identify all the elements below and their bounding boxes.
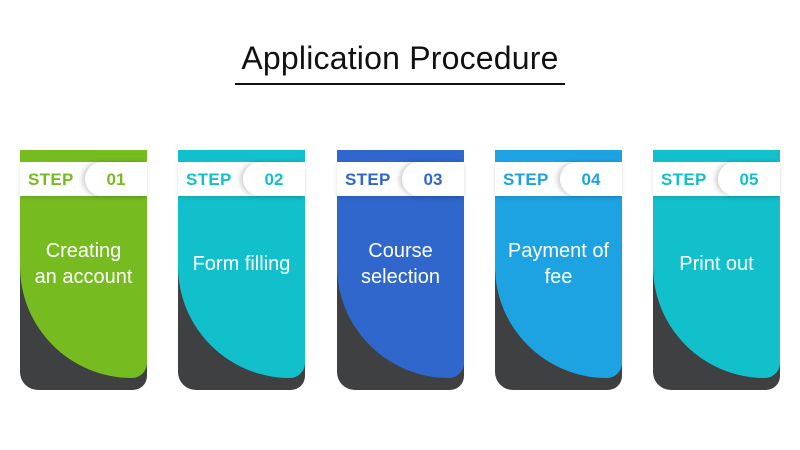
step-number: 04 <box>581 170 601 189</box>
step-label: STEP <box>661 170 707 189</box>
step-header: STEP 03 <box>337 162 464 196</box>
step-text: Course selection <box>337 238 464 290</box>
step-number-pill: 03 <box>402 162 464 196</box>
step-text-line: fee <box>544 266 573 288</box>
step-number-pill: 05 <box>718 162 780 196</box>
step-card-1: STEP 01 Creating an account <box>20 150 147 390</box>
step-card-5: STEP 05 Print out <box>653 150 780 390</box>
step-text-line: Form filling <box>192 253 291 275</box>
step-text: Form filling <box>178 251 305 277</box>
step-text: Creating an account <box>20 238 147 290</box>
step-number-pill: 02 <box>243 162 305 196</box>
step-label: STEP <box>345 170 391 189</box>
step-number: 02 <box>264 170 284 189</box>
step-text-line: selection <box>361 266 440 288</box>
step-card-3: STEP 03 Course selection <box>337 150 464 390</box>
step-header: STEP 05 <box>653 162 780 196</box>
step-label: STEP <box>186 170 232 189</box>
step-number: 05 <box>739 170 759 189</box>
step-text-line: Course <box>368 240 433 262</box>
step-number: 01 <box>106 170 126 189</box>
step-number-pill: 04 <box>560 162 622 196</box>
step-header: STEP 01 <box>20 162 147 196</box>
step-header: STEP 04 <box>495 162 622 196</box>
step-card-2: STEP 02 Form filling <box>178 150 305 390</box>
step-text: Payment of fee <box>495 238 622 290</box>
step-card-4: STEP 04 Payment of fee <box>495 150 622 390</box>
step-number-pill: 01 <box>85 162 147 196</box>
step-label: STEP <box>28 170 74 189</box>
step-number: 03 <box>423 170 443 189</box>
title-underline <box>235 83 565 85</box>
step-label: STEP <box>503 170 549 189</box>
step-text-line: Payment of <box>507 240 610 262</box>
step-text-line: Print out <box>679 253 754 275</box>
step-text: Print out <box>653 251 780 277</box>
step-text-line: an account <box>34 266 133 288</box>
page-title: Application Procedure <box>241 40 559 76</box>
step-header: STEP 02 <box>178 162 305 196</box>
step-text-line: Creating <box>45 240 122 262</box>
